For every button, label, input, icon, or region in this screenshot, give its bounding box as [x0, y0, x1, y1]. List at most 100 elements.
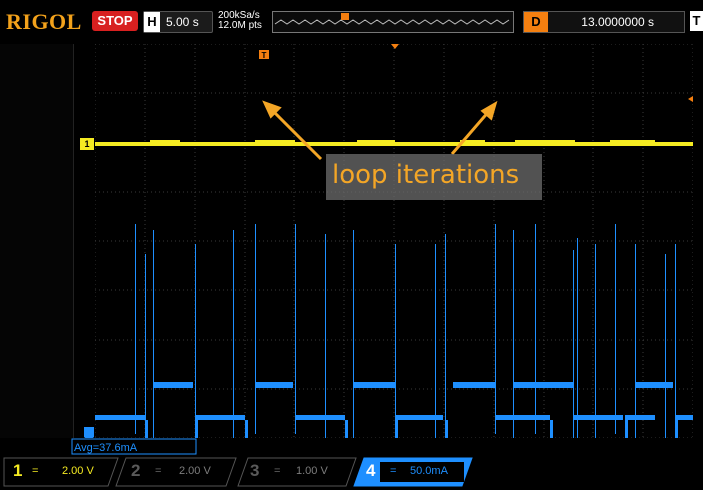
channel-4-spike	[435, 244, 436, 438]
annotation-arrows	[262, 100, 498, 161]
channel-4-spike	[295, 224, 296, 434]
channel-2-tab[interactable]: 2 = 2.00 V	[125, 458, 225, 484]
channel-4-spike	[195, 244, 196, 438]
channel-1-tab[interactable]: 1 = 2.00 V	[10, 458, 110, 484]
channel-4-low-level	[195, 415, 245, 420]
rigol-logo: RIGOL	[6, 9, 82, 34]
channel-4-edge	[245, 420, 248, 438]
channel-1-ripple	[357, 140, 395, 142]
memory-overview-waveform	[274, 13, 510, 25]
channel-4-scale: 50.0mA	[410, 465, 448, 477]
channel-1-ripple	[460, 140, 485, 142]
channel-4-spike	[233, 230, 234, 438]
channel-4-low-level	[495, 415, 550, 420]
top-status-bar: RIGOL STOP H 5.00 s 200kSa/s 12.0M pts D…	[0, 0, 703, 40]
channel-4-high-level	[635, 382, 673, 388]
channel-tabs-frame	[3, 457, 473, 487]
channel-1-number: 1	[13, 461, 23, 480]
channel-4-edge	[145, 420, 148, 438]
channel-3-scale: 1.00 V	[296, 465, 328, 477]
average-measurement: Avg=37.6mA	[74, 442, 138, 454]
horizontal-label: H	[144, 12, 160, 32]
trigger-position-marker	[391, 44, 399, 49]
channel-1-marker[interactable]: 1	[80, 138, 94, 150]
channel-4-high-level	[255, 382, 273, 388]
sample-rate: 200kSa/s	[218, 10, 260, 21]
channel-4-low-level	[95, 415, 145, 420]
channel-1-trace	[95, 140, 693, 146]
channel-1-ripple	[610, 140, 655, 142]
channel-4-spike	[145, 254, 146, 438]
svg-text:T: T	[262, 51, 267, 60]
channel-4-spike	[615, 224, 616, 434]
channel-4-spike	[153, 230, 154, 438]
arrow-right-head-icon	[480, 100, 498, 121]
channel-4-trace	[95, 224, 693, 438]
channel-4-edge	[550, 420, 553, 438]
channel-4-spike	[573, 250, 574, 438]
channel-4-spike	[635, 244, 636, 438]
channel-4-high-level	[153, 382, 175, 388]
channel-4-edge	[395, 420, 398, 438]
channel-4-edge	[345, 420, 348, 438]
channel-bar	[0, 456, 703, 490]
channel-1-coupling-icon: =	[32, 465, 39, 477]
channel-4-spike	[675, 244, 676, 438]
channel-2-number: 2	[131, 461, 141, 480]
channel-1-line	[95, 142, 693, 146]
trigger-label[interactable]: T	[690, 11, 703, 31]
channel-4-low-level	[675, 415, 693, 420]
trigger-position-icon	[341, 13, 349, 20]
arrow-right	[450, 109, 492, 155]
channel-4-tab[interactable]: 4 = 50.0mA	[362, 458, 472, 484]
annotation-box: loop iterations	[326, 154, 542, 200]
channel-4-low-level	[625, 415, 655, 420]
channel-4-spike	[353, 230, 354, 438]
channel-4-spike	[445, 234, 446, 438]
channel-4-spike	[595, 244, 596, 438]
memory-overview[interactable]	[272, 11, 514, 33]
acquisition-info: 200kSa/s 12.0M pts	[218, 11, 262, 31]
waveform-display[interactable]: T	[95, 44, 693, 438]
channel-4-coupling-icon: =	[390, 465, 397, 477]
channel-4-spike	[495, 224, 496, 434]
delay-label: D	[524, 12, 548, 32]
graticule	[95, 44, 693, 438]
channel-4-spike	[255, 224, 256, 434]
run-stop-button[interactable]: STOP	[92, 11, 138, 31]
arrow-left	[268, 106, 323, 161]
channel-2-scale: 2.00 V	[179, 465, 211, 477]
channel-4-edge	[625, 420, 628, 438]
channel-1-ripple	[150, 140, 180, 142]
timebase-value: 5.00 s	[166, 15, 199, 29]
timebase-control[interactable]: H 5.00 s	[143, 11, 213, 33]
channel-3-tab[interactable]: 3 = 1.00 V	[246, 458, 346, 484]
channel-4-spike	[665, 254, 666, 438]
measurement-frame	[71, 438, 197, 455]
channel-4-spike	[513, 230, 514, 438]
channel-4-spike	[395, 244, 396, 438]
channel-4-spike	[535, 224, 536, 434]
delay-control[interactable]: D 13.0000000 s	[523, 11, 685, 33]
trigger-t-marker	[259, 50, 269, 59]
arrow-left-head-icon	[262, 100, 282, 119]
channel-1-ripple	[255, 140, 295, 142]
channel-4-number: 4	[366, 461, 376, 480]
channel-2-coupling-icon: =	[155, 465, 162, 477]
channel-4-high-level	[353, 382, 395, 388]
channel-1-scale: 2.00 V	[62, 465, 94, 477]
channel-3-coupling-icon: =	[274, 465, 281, 477]
channel-4-high-level	[273, 382, 293, 388]
channel-4-spike	[135, 224, 136, 434]
channel-4-high-level	[175, 382, 193, 388]
memory-depth: 12.0M pts	[218, 20, 262, 31]
measurement-bar	[0, 438, 703, 456]
channel-4-low-level	[573, 415, 623, 420]
channel-4-edge	[675, 420, 678, 438]
annotation-text: loop iterations	[332, 160, 520, 190]
channel-4-edge	[195, 420, 198, 438]
delay-value: 13.0000000 s	[581, 15, 654, 29]
channel-4-low-level	[295, 415, 345, 420]
channel-4-high-level	[453, 382, 495, 388]
channel-1-ripple	[515, 140, 575, 142]
